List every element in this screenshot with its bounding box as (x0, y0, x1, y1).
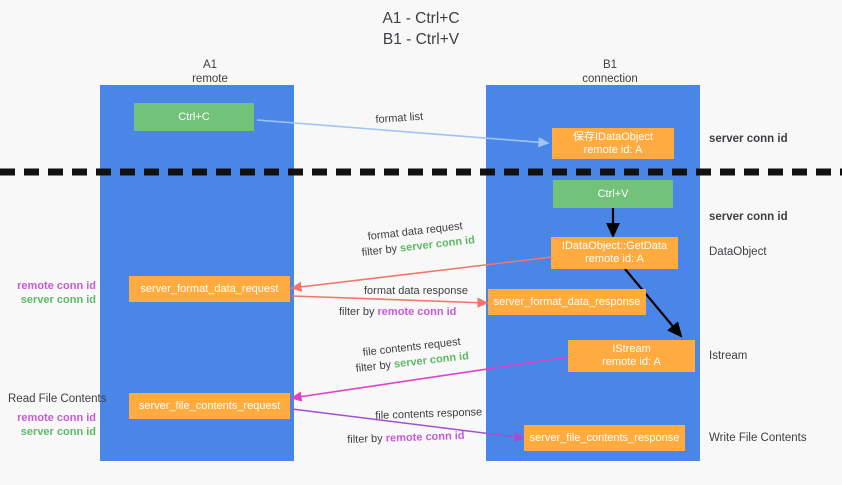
filter-by-text-3: filter by (355, 358, 392, 375)
annotation-format-data-response-filter: filter by remote conn id (339, 305, 456, 320)
box-getdata-line2: remote id: A (585, 253, 644, 265)
box-istream[interactable]: IStream remote id: A (568, 340, 695, 372)
box-ctrl-v[interactable]: Ctrl+V (553, 180, 673, 208)
annotation-format-data-response: format data response (364, 285, 468, 297)
left-server-conn-id-lower: server conn id (20, 426, 96, 438)
remote-conn-id-text-2: remote conn id (377, 306, 457, 318)
column-header-b1: B1 connection (530, 58, 690, 86)
side-label-write-file-contents: Write File Contents (709, 432, 807, 444)
box-save-idataobject-line1: 保存IDataObject (572, 130, 654, 143)
title-line-1: A1 - Ctrl+C (382, 10, 460, 27)
left-conn-stack-lower: remote conn id server conn id (8, 411, 96, 439)
page-title: A1 - Ctrl+C B1 - Ctrl+V (0, 8, 842, 50)
side-label-server-conn-id-mid: server conn id (709, 211, 788, 223)
annotation-format-list: format list (375, 110, 424, 126)
side-label-istream: Istream (709, 350, 748, 362)
box-save-idataobject-line2: remote id: A (583, 143, 643, 156)
filter-by-text-4: filter by (347, 432, 383, 446)
left-remote-conn-id-lower: remote conn id (17, 412, 96, 424)
box-istream-line1: IStream (612, 343, 651, 355)
box-save-idataobject[interactable]: 保存IDataObject remote id: A (552, 128, 674, 159)
side-label-read-file-contents: Read File Contents (8, 393, 107, 405)
box-ctrl-c[interactable]: Ctrl+C (134, 103, 254, 131)
left-conn-stack-upper: remote conn id server conn id (8, 279, 96, 307)
annotation-file-contents-response: file contents response (375, 406, 483, 422)
column-b1-sub: connection (582, 73, 638, 85)
column-b1-name: B1 (602, 59, 618, 71)
box-server-format-data-response[interactable]: server_format_data_response (488, 289, 646, 315)
column-a1-name: A1 (202, 59, 218, 71)
box-server-file-contents-request-label: server_file_contents_request (138, 399, 281, 412)
box-server-file-contents-response-label: server_file_contents_response (529, 431, 680, 444)
box-server-format-data-response-label: server_format_data_response (493, 295, 641, 308)
box-ctrl-c-label: Ctrl+C (178, 110, 210, 123)
side-label-server-conn-id-top: server conn id (709, 133, 788, 145)
left-remote-conn-id-upper: remote conn id (17, 280, 96, 292)
box-istream-line2: remote id: A (602, 356, 661, 368)
box-server-format-data-request-label: server_format_data_request (140, 282, 279, 295)
remote-conn-id-text-4: remote conn id (385, 429, 465, 445)
side-label-dataobject: DataObject (709, 246, 767, 258)
title-line-2: B1 - Ctrl+V (382, 31, 460, 48)
box-getdata-line1: IDataObject::GetData (561, 240, 668, 252)
box-server-file-contents-request[interactable]: server_file_contents_request (129, 393, 290, 419)
box-server-file-contents-response[interactable]: server_file_contents_response (524, 425, 685, 451)
box-ctrl-v-label: Ctrl+V (597, 187, 629, 200)
filter-by-text-1: filter by (361, 242, 398, 259)
column-header-a1: A1 remote (130, 58, 290, 86)
box-server-format-data-request[interactable]: server_format_data_request (129, 276, 290, 302)
filter-by-text-2: filter by (339, 306, 375, 318)
box-getdata[interactable]: IDataObject::GetData remote id: A (551, 237, 678, 269)
annotation-file-contents-response-filter: filter by remote conn id (347, 429, 465, 448)
column-a1-sub: remote (192, 73, 228, 85)
left-server-conn-id-upper: server conn id (20, 294, 96, 306)
